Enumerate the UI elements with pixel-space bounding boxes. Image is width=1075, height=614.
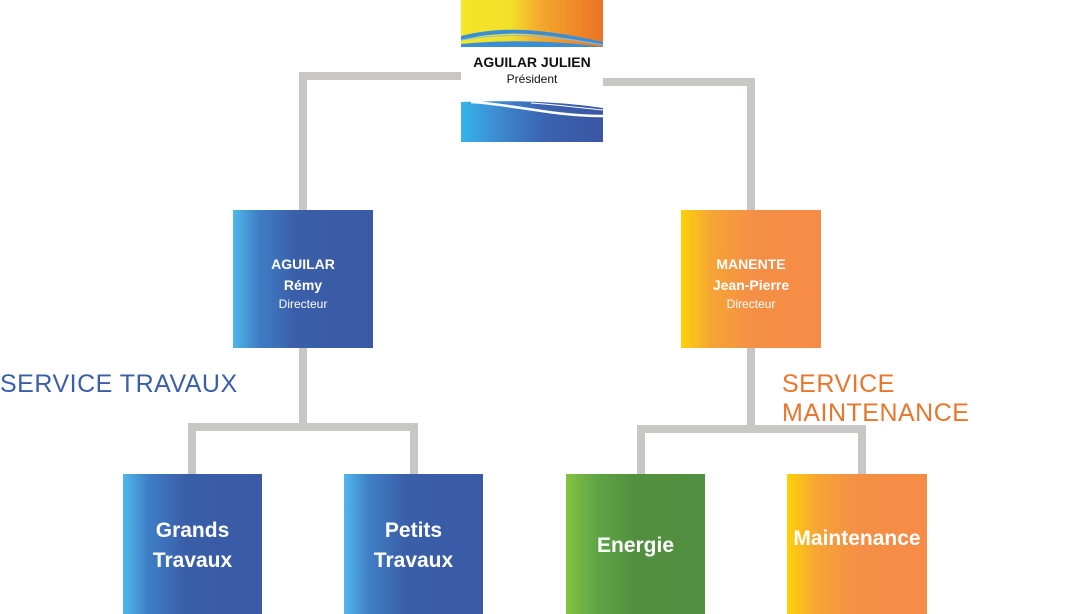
team-node-energie: Energie: [566, 474, 705, 614]
director-last-name: MANENTE: [716, 255, 786, 272]
team-label: Energie: [596, 534, 675, 557]
connector-president-left-h: [299, 72, 461, 80]
team-node-maintenance: Maintenance: [787, 474, 927, 614]
team-node-grands-travaux: Grands Travaux: [123, 474, 262, 614]
connector-maintenance-h: [637, 425, 866, 433]
director-first-name: Rémy: [283, 276, 323, 293]
connector-maintenance-drop-right: [858, 425, 866, 474]
connector-travaux-drop-left: [188, 423, 196, 474]
team-label-line2: Travaux: [152, 549, 233, 572]
service-label-maintenance: SERVICE MAINTENANCE: [782, 370, 970, 427]
director-first-name: Jean-Pierre: [712, 276, 790, 293]
director-role: Directeur: [278, 296, 328, 311]
connector-travaux-v: [299, 348, 307, 428]
connector-travaux-drop-right: [410, 423, 418, 474]
president-label: AGUILAR JULIEN Président: [441, 53, 623, 87]
president-node: AGUILAR JULIEN Président: [461, 0, 603, 142]
connector-president-right-v: [747, 78, 755, 210]
team-label-line1: Petits: [384, 519, 443, 542]
team-label: Maintenance: [793, 527, 921, 550]
president-name: AGUILAR JULIEN: [473, 54, 591, 70]
connector-maintenance-drop-left: [637, 425, 645, 474]
connector-president-left-v: [299, 72, 307, 210]
connector-president-right-h: [603, 78, 755, 86]
service-label-travaux: SERVICE TRAVAUX: [0, 370, 238, 398]
president-role: Président: [506, 72, 558, 86]
connector-travaux-h: [188, 423, 418, 431]
director-node-maintenance: MANENTE Jean-Pierre Directeur: [681, 210, 821, 348]
company-logo-bottom-icon: [461, 100, 603, 142]
director-last-name: AGUILAR: [271, 255, 335, 272]
connector-maintenance-v: [747, 348, 755, 430]
team-label-line1: Grands: [155, 519, 230, 542]
team-label-line2: Travaux: [373, 549, 454, 572]
director-role: Directeur: [726, 296, 776, 311]
company-logo-top-icon: [461, 0, 603, 47]
director-node-travaux: AGUILAR Rémy Directeur: [233, 210, 373, 348]
team-node-petits-travaux: Petits Travaux: [344, 474, 483, 614]
